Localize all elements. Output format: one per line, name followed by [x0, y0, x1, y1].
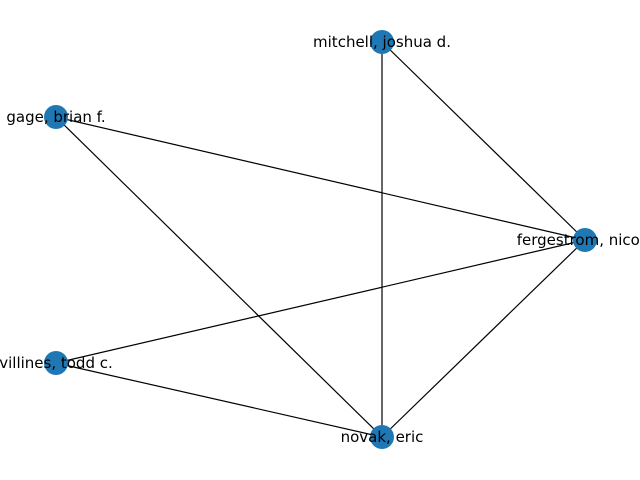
edge-gage-fergestrom — [55, 116, 586, 241]
edge-fergestrom-villines — [55, 239, 586, 364]
labels-layer: mitchell, joshua d. gage, brian f. fergest… — [0, 33, 640, 446]
edge-mitchell-fergestrom — [381, 41, 586, 241]
node-gage — [44, 105, 68, 129]
edge-gage-novak — [55, 116, 383, 438]
node-label-fergestrom: fergestrom, nicole — [517, 231, 640, 249]
edge-fergestrom-novak — [381, 239, 586, 438]
edges-layer — [55, 41, 586, 438]
node-label-villines: villines, todd c. — [0, 354, 113, 372]
node-fergestrom — [573, 228, 597, 252]
node-label-gage: gage, brian f. — [6, 108, 105, 126]
node-label-mitchell: mitchell, joshua d. — [313, 33, 451, 51]
node-mitchell — [370, 30, 394, 54]
node-novak — [370, 425, 394, 449]
node-villines — [44, 351, 68, 375]
node-label-novak: novak, eric — [341, 428, 424, 446]
edge-villines-novak — [55, 362, 383, 438]
nodes-layer — [44, 30, 597, 449]
